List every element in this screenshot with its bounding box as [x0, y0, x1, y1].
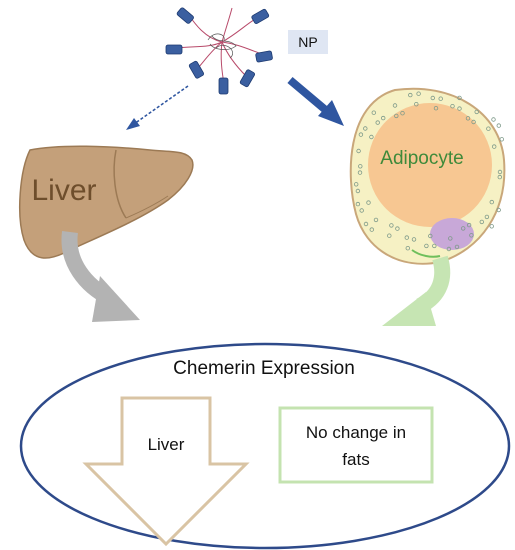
lipid-droplet	[395, 226, 400, 231]
lipid-droplet	[381, 115, 386, 121]
lipid-droplet	[375, 120, 380, 125]
no-change-label-line2: fats	[342, 450, 369, 469]
lipid-droplet	[466, 222, 472, 228]
lipid-droplet	[359, 208, 364, 213]
lipid-droplet	[438, 96, 443, 101]
liver-label: Liver	[31, 174, 96, 207]
lipid-droplet	[392, 103, 398, 108]
lipid-droplet	[355, 201, 361, 207]
bold-arrow-to-adipocyte	[287, 76, 344, 126]
lipid-droplet	[394, 113, 399, 119]
lipid-droplet	[497, 174, 502, 180]
lipid-droplet	[496, 123, 501, 128]
lipid-droplet	[492, 144, 497, 149]
down-arrow	[82, 396, 250, 547]
adipocyte-cell	[349, 87, 506, 265]
lipid-droplet	[389, 223, 394, 228]
lipid-droplet	[363, 221, 369, 227]
lipid-droplet	[486, 126, 491, 131]
gray-curved-arrow	[61, 230, 140, 322]
lipid-droplet	[363, 126, 368, 131]
lipid-droplet	[400, 110, 405, 116]
lipid-droplet	[474, 109, 479, 115]
lipid-droplet	[484, 214, 490, 220]
lipid-droplet	[489, 199, 494, 205]
lipid-droplet	[433, 105, 439, 111]
lipid-droplet	[387, 233, 392, 238]
lipid-droplet	[471, 119, 476, 125]
lipid-droplet	[465, 116, 471, 121]
lipid-droplet	[446, 246, 452, 252]
lipid-droplet	[450, 103, 455, 109]
no-change-label-line1: No change in	[306, 423, 406, 442]
lipid-droplet	[414, 101, 419, 107]
lipid-droplet	[408, 92, 413, 98]
lipid-droplet	[369, 227, 374, 232]
lipid-droplet	[432, 243, 437, 249]
liver-organ	[19, 145, 194, 259]
lipid-droplet	[356, 148, 361, 154]
lipid-droplet	[457, 106, 462, 111]
lipid-droplet	[479, 219, 484, 225]
lipid-droplet	[416, 91, 421, 96]
lipid-droplet	[354, 182, 359, 187]
lipid-droplet	[424, 243, 429, 249]
green-curved-arrow	[382, 255, 451, 326]
lipid-droplet	[369, 134, 374, 140]
lipid-droplet	[358, 132, 364, 137]
lipid-droplet	[489, 224, 494, 229]
down-arrow-liver-label: Liver	[148, 435, 185, 454]
lipid-droplet	[355, 188, 361, 194]
chemerin-expression-title: Chemerin Expression	[173, 358, 355, 379]
lipid-droplet	[411, 237, 417, 242]
lipid-droplet	[405, 245, 410, 251]
lipid-droplet	[496, 207, 501, 213]
lipid-droplet	[499, 137, 504, 142]
lipid-droplet	[454, 244, 460, 250]
nanoparticle-icon	[165, 7, 273, 95]
np-label-box	[288, 30, 328, 54]
lipid-droplet	[371, 110, 376, 115]
adipocyte-label: Adipocyte	[380, 148, 463, 169]
lipid-droplet	[357, 170, 363, 175]
lipid-droplet	[404, 235, 409, 240]
lipid-droplet	[373, 217, 379, 223]
lipid-droplet	[457, 95, 462, 101]
lipid-droplet	[358, 164, 363, 169]
no-change-box	[278, 406, 434, 484]
lipid-droplet	[366, 200, 371, 205]
lipid-droplet	[497, 169, 503, 175]
lipid-droplet	[448, 236, 453, 241]
lipid-droplet	[461, 226, 466, 231]
lipid-droplet	[469, 233, 474, 238]
chemerin-expression-ellipse	[19, 342, 511, 550]
lipid-droplet	[430, 95, 435, 101]
lipid-droplet	[428, 233, 433, 239]
dashed-arrow-to-liver	[126, 85, 189, 130]
lipid-droplet	[491, 117, 496, 122]
np-label: NP	[298, 34, 317, 50]
